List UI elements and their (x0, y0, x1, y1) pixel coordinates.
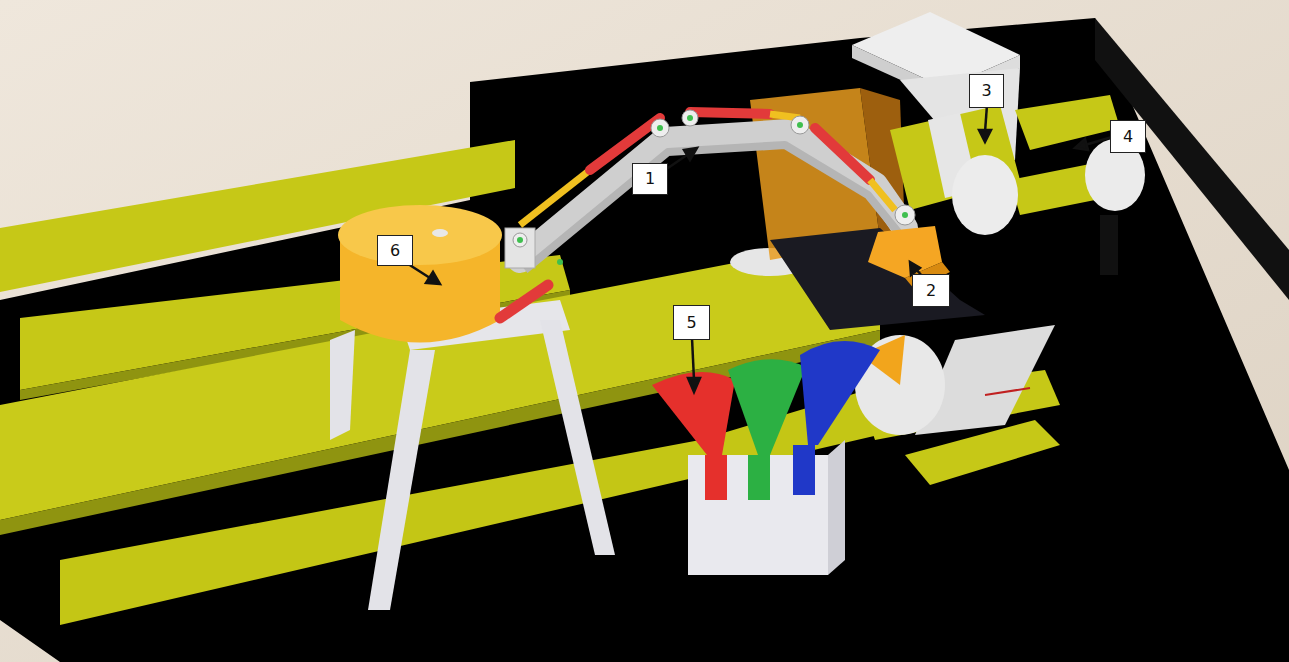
joints (513, 110, 915, 247)
base-top (338, 205, 502, 265)
callout-number: 6 (377, 235, 413, 266)
leader-arrows (405, 105, 1112, 392)
plate-mark (985, 388, 1030, 395)
funnel (800, 341, 880, 445)
funnel-spout (705, 455, 727, 500)
joint-pins (517, 115, 908, 265)
stand-side (828, 440, 845, 575)
stand-leg (330, 330, 355, 440)
piston-rod (870, 180, 895, 210)
hydraulic-cylinder (690, 112, 770, 114)
callout-number: 4 (1110, 120, 1146, 153)
callout-number: 1 (632, 163, 668, 195)
funnel-spout (793, 445, 815, 495)
stand-leg (368, 350, 435, 610)
drum (952, 155, 1018, 235)
piston-rod (520, 170, 590, 225)
stand-leg (540, 320, 615, 555)
hydraulic-cylinder (815, 128, 870, 180)
funnel (652, 372, 735, 455)
funnel-spout (748, 455, 770, 500)
arm-shade (525, 145, 898, 270)
base-hole (432, 229, 448, 237)
callout-number: 2 (912, 274, 950, 307)
post (1100, 215, 1118, 275)
callout-number: 5 (673, 305, 710, 340)
arm-joint (505, 228, 535, 268)
black-table (0, 18, 1289, 662)
callout-number: 3 (969, 74, 1004, 108)
funnel (728, 359, 806, 455)
hydraulic-cylinder (500, 285, 548, 318)
